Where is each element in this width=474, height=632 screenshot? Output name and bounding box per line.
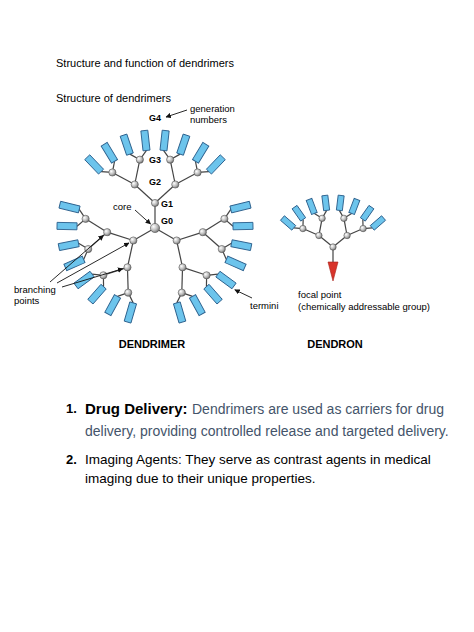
branching-point: [319, 215, 325, 221]
branching-point: [360, 225, 366, 231]
branching-point: [179, 264, 186, 271]
branching-point: [125, 289, 132, 296]
terminal-group: [120, 134, 133, 155]
terminal-group: [360, 205, 374, 221]
terminal-group: [192, 142, 208, 163]
branching-point: [341, 215, 347, 221]
terminal-group: [225, 256, 246, 270]
list-item: 1.Drug Delivery: Dendrimers are used as …: [66, 398, 466, 442]
branching-point: [82, 215, 89, 222]
terminal-group: [85, 155, 104, 174]
terminal-group: [160, 130, 169, 151]
branching-point: [130, 237, 137, 244]
terminal-group: [124, 302, 136, 323]
branching-point: [194, 169, 201, 176]
terminal-group: [280, 216, 295, 230]
page-heading: Structure and function of dendrimers: [56, 57, 234, 70]
branching-point: [218, 245, 225, 252]
terminal-group: [306, 198, 317, 214]
terminal-group: [204, 284, 222, 304]
terminal-group: [322, 195, 330, 211]
branching-point: [131, 181, 138, 188]
generation-label: G4: [144, 113, 166, 124]
branch-line: [177, 241, 183, 268]
branching-point: [167, 156, 174, 163]
list-number: 2.: [66, 450, 85, 469]
branching-point: [109, 169, 116, 176]
numbered-list: 1.Drug Delivery: Dendrimers are used as …: [66, 398, 466, 488]
branch-line: [127, 241, 133, 268]
generation-label: G0: [161, 216, 173, 227]
terminal-group: [64, 256, 85, 270]
dendron-figure: [280, 195, 385, 262]
terminal-group: [231, 240, 252, 251]
terminal-group: [105, 295, 121, 316]
callout-label: (chemically addressable group): [298, 301, 430, 312]
terminal-group: [230, 201, 251, 213]
branching-point: [124, 264, 131, 271]
branching-point: [178, 289, 185, 296]
terminal-group: [101, 142, 117, 163]
leader-arrow: [135, 210, 151, 224]
figure-caption: DENDRON: [285, 338, 385, 351]
terminal-group: [216, 271, 236, 288]
branching-point: [136, 156, 143, 163]
list-text: Imaging Agents: They serve as contrast a…: [85, 450, 466, 488]
section-heading: Structure of dendrimers: [56, 92, 171, 105]
terminal-group: [58, 240, 79, 251]
generation-label: G3: [144, 155, 166, 166]
branching-point: [330, 244, 336, 250]
leader-arrow: [166, 110, 187, 117]
branching-point: [300, 225, 306, 231]
callout-label: branching points: [14, 284, 72, 307]
terminal-group: [189, 295, 205, 316]
terminal-group: [349, 198, 360, 214]
callout-label: generation numbers: [190, 103, 252, 126]
terminal-group: [177, 134, 190, 155]
generation-label: G2: [144, 177, 166, 188]
branch-line: [135, 184, 155, 203]
leader-lines: [50, 110, 252, 298]
dendrimer-figure: [57, 130, 253, 323]
figure-caption: DENDRIMER: [97, 338, 207, 351]
terminal-group: [233, 222, 253, 229]
branching-point: [221, 215, 228, 222]
branching-point: [104, 229, 111, 236]
terminal-group: [292, 205, 306, 221]
list-number: 1.: [66, 398, 85, 420]
callout-label: focal point: [298, 289, 341, 300]
list-term: Drug Delivery:: [85, 400, 188, 417]
leader-arrow: [235, 290, 252, 298]
leader-arrow: [57, 243, 129, 283]
terminal-group: [141, 130, 150, 151]
terminal-group: [370, 216, 385, 230]
core-sphere: [150, 223, 159, 232]
terminal-group: [173, 302, 185, 323]
focal-point-triangle: [328, 262, 338, 281]
terminal-group: [59, 201, 80, 213]
generation-label: G1: [161, 199, 173, 210]
branching-point: [172, 181, 179, 188]
branching-point: [151, 199, 158, 206]
leader-arrow: [50, 235, 103, 282]
branching-point: [203, 272, 210, 279]
terminal-group: [88, 284, 106, 304]
leader-arrow: [62, 269, 123, 287]
branching-point: [316, 232, 322, 238]
branching-point: [344, 232, 350, 238]
branch-line: [177, 232, 203, 240]
branching-point: [173, 237, 180, 244]
terminal-group: [57, 222, 77, 229]
branching-point: [199, 229, 206, 236]
terminal-group: [206, 155, 225, 174]
branch-line: [107, 232, 133, 240]
list-item: 2.Imaging Agents: They serve as contrast…: [66, 450, 466, 488]
terminal-group: [336, 195, 344, 211]
callout-label: core: [113, 201, 131, 212]
callout-label: termini: [250, 300, 279, 311]
